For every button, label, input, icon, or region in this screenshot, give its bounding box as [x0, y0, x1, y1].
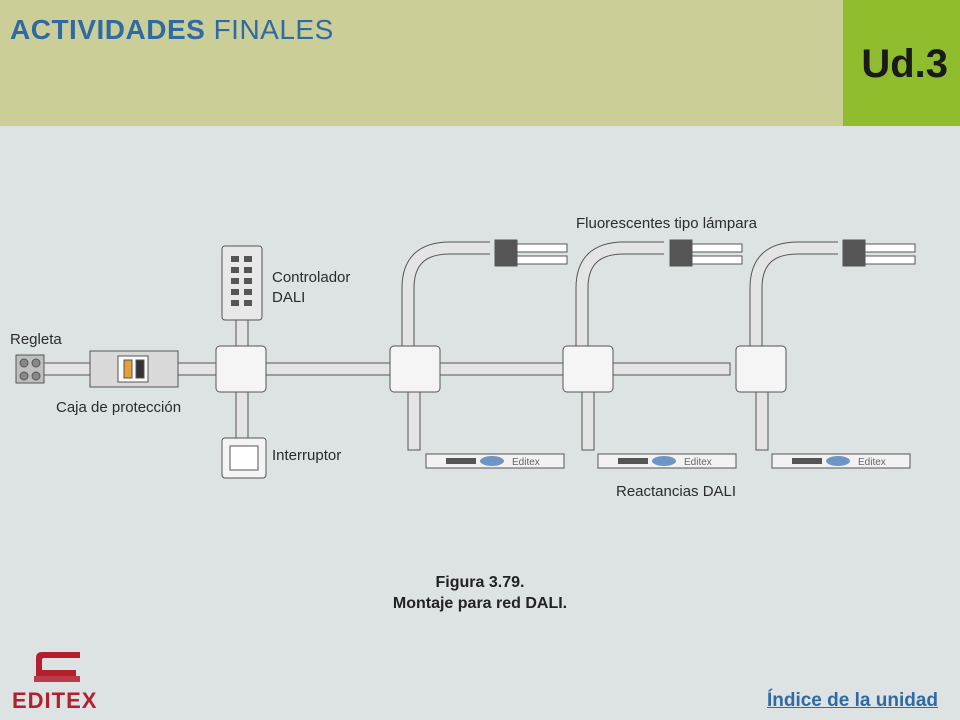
- label-fluorescentes: Fluorescentes tipo lámpara: [576, 215, 758, 232]
- unit-badge: Ud.3: [843, 0, 960, 126]
- editex-logo-text: EDITEX: [12, 688, 98, 713]
- branch-3: [735, 239, 916, 469]
- junction-box-3: [562, 345, 614, 393]
- title-bold: ACTIVIDADES: [10, 14, 206, 45]
- ballast-brand-2: Editex: [684, 457, 712, 468]
- junction-box-2: [389, 345, 441, 393]
- lamp-1: [494, 239, 518, 267]
- lamp-3: [842, 239, 866, 267]
- label-controlador-2: DALI: [272, 289, 305, 306]
- branch-2: [562, 239, 743, 469]
- caption-line-1: Figura 3.79.: [435, 574, 525, 591]
- label-caja: Caja de protección: [56, 399, 181, 416]
- ballast-brand-1: Editex: [512, 457, 540, 468]
- branch-1: [389, 239, 568, 469]
- editex-book-icon: [34, 652, 80, 682]
- label-controlador-1: Controlador: [272, 269, 350, 286]
- lamp-2: [669, 239, 693, 267]
- ballast-brand-3: Editex: [858, 457, 886, 468]
- caption-line-2: Montaje para red DALI.: [392, 595, 568, 612]
- title-rest: FINALES: [213, 14, 334, 45]
- junction-box-4: [735, 345, 787, 393]
- label-interruptor: Interruptor: [272, 447, 341, 464]
- label-reactancias: Reactancias DALI: [616, 483, 736, 500]
- figure-caption: Figura 3.79. Montaje para red DALI.: [0, 572, 960, 614]
- regleta-block: [15, 354, 45, 384]
- dali-wiring-diagram: Editex Editex Editex Regleta Caja de pro…: [10, 215, 916, 500]
- label-regleta: Regleta: [10, 331, 62, 348]
- header-bar: ACTIVIDADES FINALES: [0, 0, 843, 126]
- controller-device: [221, 245, 263, 321]
- junction-box-1: [215, 345, 267, 393]
- unit-index-link[interactable]: Índice de la unidad: [766, 690, 938, 711]
- unit-label: Ud.3: [861, 42, 948, 86]
- page-title: ACTIVIDADES FINALES: [10, 14, 334, 46]
